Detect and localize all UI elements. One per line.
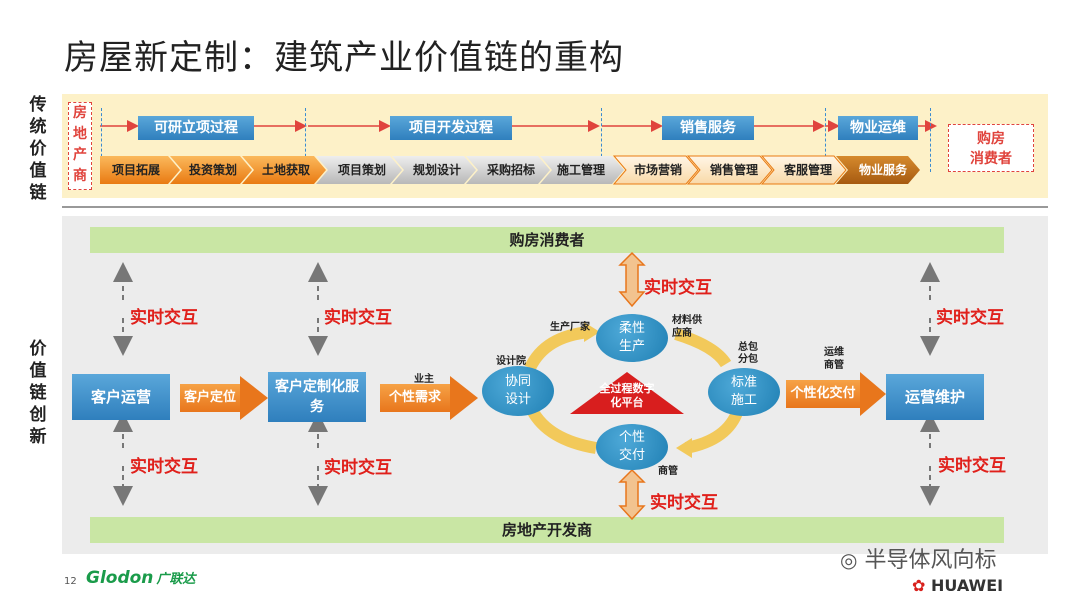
tag-char: 房 bbox=[73, 105, 87, 121]
circle-label: 柔性生产 bbox=[618, 321, 645, 354]
wechat-name: 半导体风向标 bbox=[864, 548, 997, 573]
digital-platform-label: 全过程数字化平台 bbox=[599, 382, 655, 409]
circle-label: 个性交付 bbox=[618, 430, 645, 463]
section-separator bbox=[62, 206, 1048, 208]
realtime-label: 实时交互 bbox=[938, 456, 1006, 476]
phase-connector-arrows bbox=[100, 120, 937, 132]
arrow3-head bbox=[860, 372, 886, 416]
step-chevrons bbox=[100, 155, 920, 185]
buyer-line: 消费者 bbox=[970, 151, 1012, 167]
side-char: 创 bbox=[29, 405, 47, 425]
arrow1-head bbox=[240, 376, 268, 420]
side-char: 值 bbox=[29, 161, 47, 181]
realtime-label: 实时交互 bbox=[130, 457, 198, 477]
side-char: 新 bbox=[29, 427, 47, 447]
step-marketing: 市场营销 bbox=[633, 163, 682, 177]
side-char: 价 bbox=[29, 139, 47, 159]
owner-label: 业主 bbox=[414, 374, 434, 385]
traditional-side-label: 传 统 价 值 链 bbox=[26, 94, 50, 204]
realtime-label: 实时交互 bbox=[650, 493, 718, 513]
side-char: 链 bbox=[29, 383, 47, 403]
phase-divider bbox=[601, 108, 602, 172]
step-sales-mgmt: 销售管理 bbox=[709, 163, 758, 177]
phase-property-ops: 物业运维 bbox=[838, 116, 918, 140]
realtime-label: 实时交互 bbox=[936, 308, 1004, 328]
customized-service-box: 客户定制化服务 bbox=[268, 372, 366, 422]
side-char: 价 bbox=[29, 339, 47, 359]
bottom-bar-developers: 房地产开发商 bbox=[90, 517, 1004, 543]
tag-char: 地 bbox=[73, 126, 87, 142]
circle-label: 协同设计 bbox=[504, 374, 531, 407]
side-char: 值 bbox=[29, 361, 47, 381]
tag-char: 产 bbox=[73, 147, 87, 163]
wechat-watermark: ◎ 半导体风向标 bbox=[840, 542, 996, 574]
huawei-text: HUAWEI bbox=[930, 576, 1004, 595]
page-number: 12 bbox=[64, 576, 77, 587]
personal-demand-arrow: 个性需求 bbox=[380, 384, 450, 412]
ops-merchant-label: 运维商管 bbox=[824, 347, 844, 371]
arrow2-head bbox=[450, 376, 478, 420]
top-bar-buyers: 购房消费者 bbox=[90, 227, 1004, 253]
step-property-service: 物业服务 bbox=[858, 163, 907, 177]
buyer-line: 购房 bbox=[977, 131, 1005, 147]
standard-construction-circle: 标准施工 bbox=[708, 368, 780, 416]
phase-feasibility: 可研立项过程 bbox=[138, 116, 254, 140]
phase-sales: 销售服务 bbox=[662, 116, 754, 140]
realtime-label: 实时交互 bbox=[130, 308, 198, 328]
phase-divider bbox=[825, 108, 826, 172]
huawei-flower-icon: ✿ bbox=[912, 576, 926, 595]
step-project-expansion: 项目拓展 bbox=[111, 163, 160, 177]
realtime-label: 实时交互 bbox=[324, 458, 392, 478]
personalized-delivery-arrow: 个性化交付 bbox=[786, 380, 860, 408]
customer-positioning-arrow: 客户定位 bbox=[180, 384, 240, 412]
tag-char: 商 bbox=[73, 168, 87, 184]
realtime-label: 实时交互 bbox=[324, 308, 392, 328]
developer-tag: 房 地 产 商 bbox=[68, 102, 92, 190]
step-investment-planning: 投资策划 bbox=[188, 163, 237, 177]
collaborative-design-circle: 协同设计 bbox=[482, 366, 554, 416]
step-project-planning: 项目策划 bbox=[337, 163, 386, 177]
step-construction-mgmt: 施工管理 bbox=[556, 163, 605, 177]
supplier-label: 材料供应商 bbox=[672, 315, 702, 339]
merchant-label: 商管 bbox=[658, 466, 678, 477]
side-char: 链 bbox=[29, 183, 47, 203]
phase-divider bbox=[101, 108, 102, 172]
personal-delivery-circle: 个性交付 bbox=[596, 424, 668, 470]
flexible-production-circle: 柔性生产 bbox=[596, 314, 668, 362]
wechat-icon: ◎ bbox=[840, 548, 858, 572]
step-planning-design: 规划设计 bbox=[412, 163, 461, 177]
operations-maintenance-box: 运营维护 bbox=[886, 374, 984, 420]
phase-divider bbox=[305, 108, 306, 172]
realtime-label: 实时交互 bbox=[644, 278, 712, 298]
manufacturer-label: 生产厂家 bbox=[550, 322, 590, 333]
innovation-side-label: 价 值 链 创 新 bbox=[26, 338, 50, 448]
logo-text: Glodon bbox=[86, 568, 154, 588]
buyer-tag: 购房 消费者 bbox=[948, 124, 1034, 172]
side-char: 传 bbox=[29, 95, 47, 115]
huawei-logo: ✿ HUAWEI bbox=[912, 576, 1003, 595]
step-procurement: 采购招标 bbox=[486, 163, 535, 177]
general-contractor-label: 总包分包 bbox=[738, 342, 758, 365]
step-customer-service: 客服管理 bbox=[783, 163, 832, 177]
phase-divider bbox=[930, 108, 931, 172]
design-institute-label: 设计院 bbox=[496, 356, 526, 367]
phase-development: 项目开发过程 bbox=[390, 116, 512, 140]
page-title: 房屋新定制：建筑产业价值链的重构 bbox=[64, 38, 624, 78]
customer-operations-box: 客户运营 bbox=[72, 374, 170, 420]
logo-cn: 广联达 bbox=[156, 572, 196, 587]
side-char: 统 bbox=[29, 117, 47, 137]
step-land-acquisition: 土地获取 bbox=[261, 163, 310, 177]
circle-label: 标准施工 bbox=[730, 375, 757, 408]
